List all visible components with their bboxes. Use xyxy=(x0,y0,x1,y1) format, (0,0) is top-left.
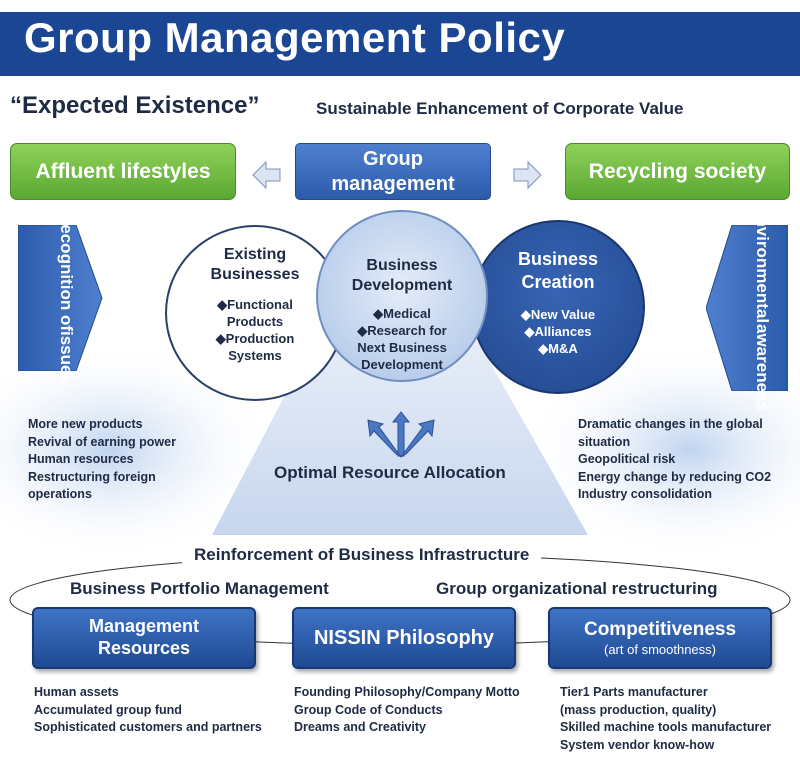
list-item: Revival of earning power xyxy=(28,434,176,449)
left-side-arrow-icon xyxy=(18,225,103,371)
list-item: Founding Philosophy/Company Motto xyxy=(294,685,520,699)
page-title: Group Management Policy xyxy=(24,14,566,61)
list-item: Restructuring foreign xyxy=(28,469,156,484)
list-item: Sophisticated customers and partners xyxy=(34,720,262,734)
resources-list: Human assets Accumulated group fund Soph… xyxy=(34,684,262,737)
three-way-arrow-icon xyxy=(367,411,435,458)
arrow-right-icon xyxy=(513,160,542,190)
portfolio-management-heading: Business Portfolio Management xyxy=(70,579,329,598)
environmental-awareness-label: Environmental awareness xyxy=(753,205,772,411)
list-item: Industry consolidation xyxy=(578,487,713,501)
list-item: operations xyxy=(28,487,92,501)
list-item: Tier1 Parts manufacturer xyxy=(560,685,708,699)
philosophy-list: Founding Philosophy/Company Motto Group … xyxy=(294,684,520,737)
tagline-main: “Expected Existence” xyxy=(10,92,260,119)
group-management-line1: Group xyxy=(363,147,423,170)
list-item: Accumulated group fund xyxy=(34,702,182,717)
business-creation-items: ◆New Value ◆Alliances ◆M&A xyxy=(520,307,596,356)
list-item: (mass production, quality) xyxy=(560,702,717,717)
environment-list: Dramatic changes in the global situation… xyxy=(578,416,771,504)
list-item: More new products xyxy=(28,417,143,431)
infrastructure-title: Reinforcement of Business Infrastructure xyxy=(182,545,542,565)
business-creation-circle: Business Creation ◆New Value ◆Alliances … xyxy=(471,220,645,394)
affluent-lifestyles-label: Affluent lifestyles xyxy=(35,159,211,183)
affluent-lifestyles-box: Affluent lifestyles xyxy=(10,143,236,200)
list-item: situation xyxy=(578,434,631,449)
competitiveness-box: Competitiveness (art of smoothness) xyxy=(548,607,772,669)
arrow-left-icon xyxy=(252,160,281,190)
existing-businesses-circle: Existing Businesses ◆Functional Products… xyxy=(165,225,345,401)
organizational-restructuring-heading: Group organizational restructuring xyxy=(436,579,718,598)
list-item: Energy change by reducing CO2 xyxy=(578,469,772,484)
issues-list: More new products Revival of earning pow… xyxy=(28,416,176,504)
list-item: Dramatic changes in the global xyxy=(578,417,763,431)
right-side-arrow-icon xyxy=(706,225,788,391)
nissin-philosophy-box: NISSIN Philosophy xyxy=(292,607,516,669)
business-development-circle: Business Development ◆Medical ◆Research … xyxy=(316,210,488,382)
tagline-sub: Sustainable Enhancement of Corporate Val… xyxy=(316,99,684,118)
title-banner xyxy=(0,12,800,76)
optimal-resource-allocation-label: Optimal Resource Allocation xyxy=(274,463,506,482)
list-item: System vendor know-how xyxy=(560,737,715,752)
list-item: Human assets xyxy=(34,685,119,699)
list-item: Human resources xyxy=(28,452,134,466)
group-management-box: Group management xyxy=(295,143,491,200)
list-item: Group Code of Conducts xyxy=(294,702,443,717)
competitiveness-list: Tier1 Parts manufacturer (mass productio… xyxy=(560,684,771,754)
existing-businesses-items: ◆Functional Products ◆Production Systems xyxy=(215,297,295,363)
business-development-items: ◆Medical ◆Research for Next Business Dev… xyxy=(357,306,447,372)
recycling-society-label: Recycling society xyxy=(588,159,767,183)
group-management-line2: management xyxy=(331,172,455,195)
right-glow xyxy=(520,340,800,560)
list-item: Skilled machine tools manufacturer xyxy=(560,720,772,734)
list-item: Dreams and Creativity xyxy=(294,720,427,734)
recycling-society-box: Recycling society xyxy=(565,143,790,200)
list-item: Geopolitical risk xyxy=(578,452,676,466)
management-resources-box: Management Resources xyxy=(32,607,256,669)
recognition-of-issues-label: Recognition of issues xyxy=(57,212,76,384)
left-glow xyxy=(0,340,280,560)
